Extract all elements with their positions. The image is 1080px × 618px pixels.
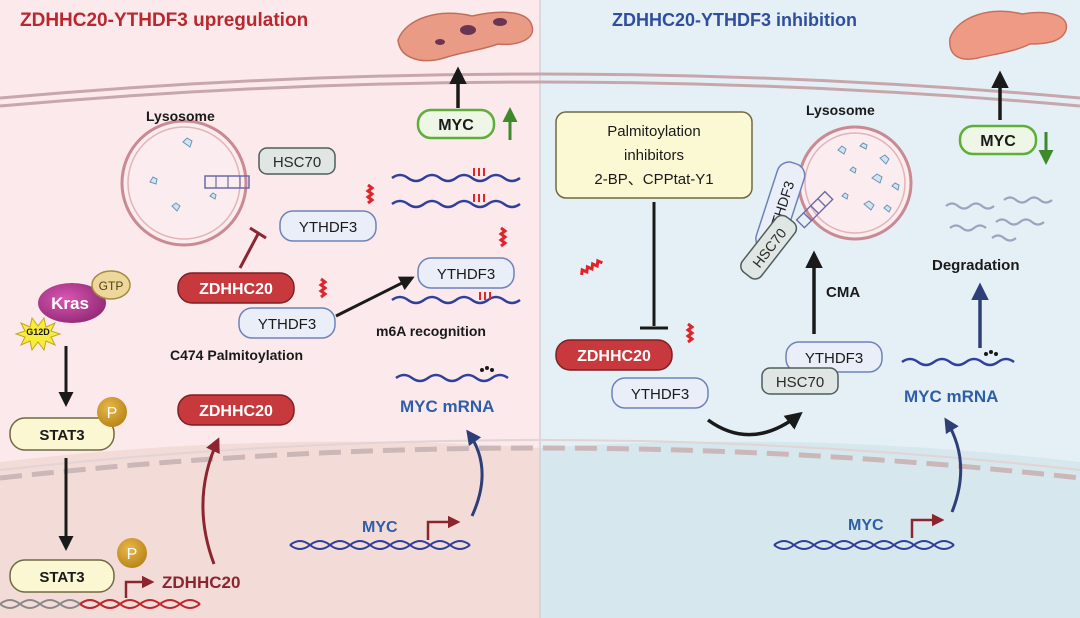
- g12d-label: G12D: [26, 327, 50, 337]
- lysosome-label-left: Lysosome: [146, 108, 215, 124]
- zdhhc20-label-right: ZDHHC20: [577, 348, 651, 365]
- m6a-marks: [473, 168, 491, 300]
- phospho-label-2: P: [127, 546, 138, 563]
- myc-transcription-arrow-right: [944, 417, 963, 513]
- stat3-label-cyto: STAT3: [39, 427, 84, 444]
- degradation-label: Degradation: [932, 257, 1020, 274]
- phospho-icon-1: [97, 397, 127, 427]
- right-panel-title: ZDHHC20-YTHDF3 inhibition: [612, 10, 857, 30]
- mrna-cap-marks-left: [480, 366, 494, 372]
- release-arrow-right: [706, 411, 803, 437]
- hsc70-box-lys-right: HSC70: [740, 214, 798, 280]
- cma-label: CMA: [826, 284, 860, 301]
- inhibition-arrow-right: [640, 202, 668, 330]
- zdhhc20-label-cyto-left: ZDHHC20: [199, 281, 273, 298]
- ythdf3-box-mid-left: [238, 307, 336, 339]
- hsc70-box-left: [258, 147, 336, 175]
- pancreas-icon-right: [949, 10, 1068, 60]
- stat3-label-nucleus: STAT3: [39, 569, 84, 586]
- zdhhc20-gene-label: ZDHHC20: [162, 573, 240, 592]
- ythdf3-label-top-left: YTHDF3: [299, 219, 357, 236]
- ythdf3-label-zd-right: YTHDF3: [631, 386, 689, 403]
- degraded-mrna-fragments: [945, 196, 1053, 242]
- myc-gene-label-left: MYC: [362, 519, 398, 536]
- dna-myc-right: [773, 540, 955, 550]
- stat3-box-cyto: [9, 417, 115, 451]
- myc-mrna-label-right: MYC mRNA: [904, 387, 998, 406]
- myc-mrna-strand-left: [395, 373, 509, 383]
- myc-protein-label-right: MYC: [980, 133, 1016, 150]
- kras-label: Kras: [51, 294, 89, 313]
- hsc70-label-free-right: HSC70: [776, 374, 824, 391]
- lysosome-right: [795, 125, 913, 241]
- ythdf3-box-bound-left: [417, 257, 515, 289]
- stat3-box-nucleus: [9, 559, 115, 593]
- myc-protein-label-left: MYC: [438, 117, 474, 134]
- zdhhc20-translation-arrow: [201, 437, 220, 565]
- m6a-recognition-label: m6A recognition: [376, 323, 486, 339]
- free-palmitate-icon: [580, 258, 603, 276]
- ythdf3-box-top-left: [279, 210, 377, 242]
- ythdf3-box-zd-right: [611, 377, 709, 409]
- ythdf3-label-bound-left: YTHDF3: [437, 266, 495, 283]
- pancreas-icon-left: [397, 11, 534, 62]
- inhibitors-box: [555, 111, 753, 199]
- dna-left: [0, 599, 201, 609]
- mrna-cap-marks-right: [984, 350, 998, 356]
- myc-transcription-arrow-left: [466, 429, 484, 517]
- inhibition-arrow-left: [238, 226, 267, 269]
- myc-mrna-label-left: MYC mRNA: [400, 397, 494, 416]
- nuclear-envelope: [0, 439, 1080, 481]
- zdhhc20-box-right: [555, 339, 673, 371]
- hsc70-box-free-right: [761, 367, 839, 395]
- cell-membrane: [0, 72, 1080, 108]
- myc-mrna-strand-right: [901, 357, 1015, 367]
- palmitoyl-chain-zdhhc20: [318, 277, 328, 299]
- right-panel-background: [540, 0, 1080, 618]
- palmitoyl-chain-right: [685, 322, 695, 344]
- c474-palmitoylation-label: C474 Palmitoylation: [170, 347, 303, 363]
- hsc70-label-left: HSC70: [273, 154, 321, 171]
- mrna-strand-2: [391, 199, 521, 209]
- inhibitors-line1: Palmitoylation: [607, 123, 700, 140]
- mrna-strand-1: [391, 173, 521, 183]
- zdhhc20-promoter-arrow: [124, 575, 155, 598]
- lysosome-left: [120, 119, 250, 247]
- myc-gene-label-right: MYC: [848, 517, 884, 534]
- inhibitors-line2: inhibitors: [624, 147, 684, 164]
- palmitoyl-chain-bound: [498, 226, 508, 248]
- gtp-label: GTP: [99, 279, 124, 293]
- lysosome-label-right: Lysosome: [806, 102, 875, 118]
- g12d-starburst-icon: [14, 316, 62, 352]
- gtp-icon: [91, 270, 131, 300]
- phospho-icon-2: [117, 538, 147, 568]
- kras-icon: [38, 283, 106, 323]
- phospho-label-1: P: [107, 405, 118, 422]
- ythdf3-to-m6a-arrow: [335, 276, 415, 318]
- inhibitors-line3: 2-BP、CPPtat-Y1: [594, 171, 713, 188]
- mrna-strand-bound: [391, 295, 521, 305]
- myc-protein-box-right: [958, 124, 1038, 156]
- zdhhc20-box-cyto-left: [177, 272, 295, 304]
- left-panel-title: ZDHHC20-YTHDF3 upregulation: [20, 10, 308, 31]
- zdhhc20-label-low-left: ZDHHC20: [199, 403, 273, 420]
- dna-myc-left: [289, 540, 471, 550]
- myc-protein-box-left: [416, 108, 496, 140]
- myc-promoter-arrow-right: [910, 513, 945, 538]
- myc-promoter-arrow-left: [426, 515, 461, 540]
- palmitoyl-chain-top: [365, 183, 375, 205]
- ythdf3-label-mid-left: YTHDF3: [258, 316, 316, 333]
- ythdf3-label-free-right: YTHDF3: [805, 350, 863, 367]
- zdhhc20-box-low-left: [177, 394, 295, 426]
